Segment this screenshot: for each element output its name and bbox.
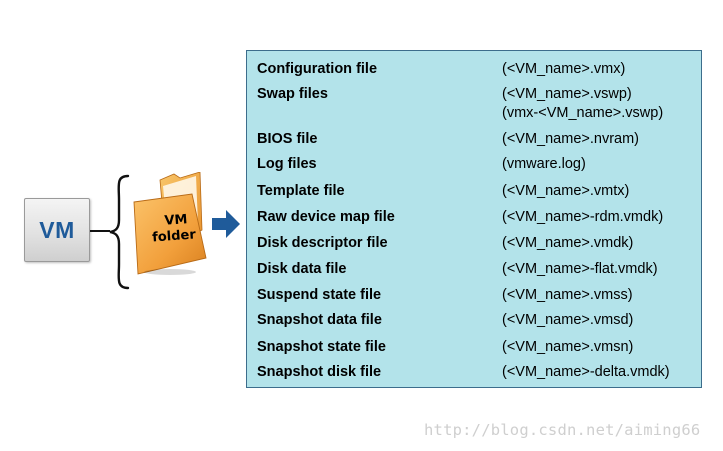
curly-bracket (109, 174, 130, 290)
vm-box: VM (24, 198, 90, 262)
file-extension: (<VM_name>.vmtx) (502, 183, 630, 199)
vm-label: VM (39, 216, 75, 243)
right-arrow-icon (212, 210, 240, 238)
file-extension: (<VM_name>-rdm.vmdk) (502, 209, 664, 225)
file-extension: (<VM_name>-delta.vmdk) (502, 364, 670, 380)
file-type: Snapshot data file (257, 312, 382, 328)
file-type: Swap files (257, 86, 328, 102)
file-extension: (<VM_name>.nvram) (502, 131, 639, 147)
file-extension: (<VM_name>.vmsn) (502, 339, 634, 355)
watermark-url: http://blog.csdn.net/aiming66 (424, 421, 701, 439)
vm-files-panel: Configuration file (<VM_name>.vmx) Swap … (246, 50, 702, 388)
file-type: Disk descriptor file (257, 235, 388, 251)
file-type: Log files (257, 156, 317, 172)
file-type: BIOS file (257, 131, 318, 147)
vm-folder: VM folder (130, 171, 210, 276)
file-type: Snapshot disk file (257, 364, 382, 380)
file-extension: (vmware.log) (502, 156, 586, 172)
file-extension: (<VM_name>.vmdk) (502, 235, 634, 251)
file-extension: (<VM_name>.vmx) (502, 61, 626, 77)
connector-line (90, 230, 110, 232)
file-type: Suspend state file (257, 287, 382, 303)
file-type: Disk data file (257, 261, 347, 277)
file-extension: (<VM_name>.vmss) (502, 287, 633, 303)
file-extension: (<VM_name>.vswp)(vmx-<VM_name>.vswp) (502, 86, 664, 121)
file-type: Configuration file (257, 61, 378, 77)
file-type: Raw device map file (257, 209, 395, 225)
file-extension: (<VM_name>-flat.vmdk) (502, 261, 658, 277)
file-type: Snapshot state file (257, 339, 386, 355)
file-type: Template file (257, 183, 345, 199)
file-extension: (<VM_name>.vmsd) (502, 312, 634, 328)
folder-icon (133, 171, 207, 275)
